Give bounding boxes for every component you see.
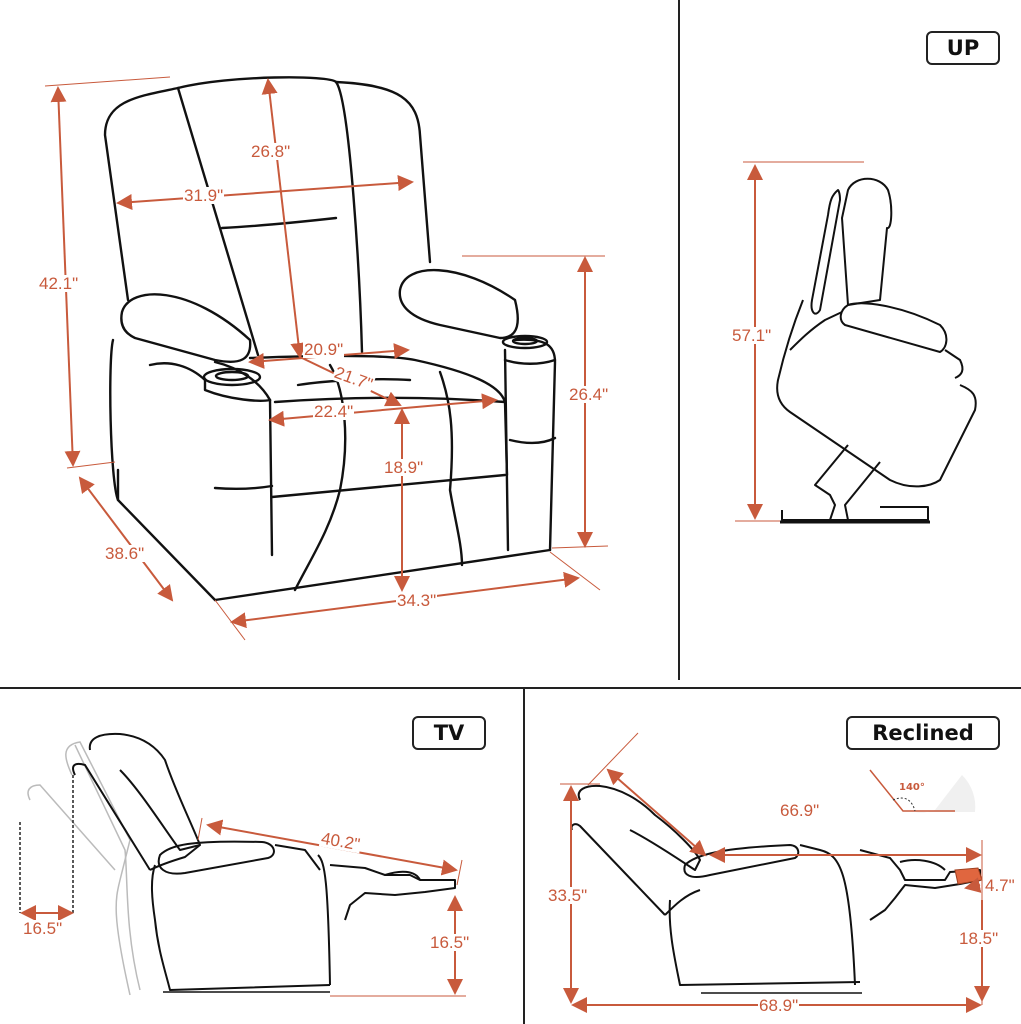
dim-back-height: 26.8"	[250, 142, 292, 161]
footrest-highlight	[954, 867, 983, 885]
dim-overall-width: 34.3"	[396, 591, 438, 610]
angle-label: 140°	[899, 782, 925, 793]
dim-tv-footrest-height: 16.5"	[429, 933, 471, 952]
reclined-dimension-lines	[560, 732, 990, 1013]
tv-chair-ghost	[27, 741, 141, 996]
dim-lift-height: 57.1"	[731, 326, 773, 345]
dim-seat-width-back: 20.9"	[303, 340, 345, 359]
dim-back-clearance: 16.5"	[22, 919, 64, 938]
front-chair-outline	[103, 76, 557, 602]
badge-tv: TV	[412, 716, 486, 750]
dim-arm-height: 26.4"	[568, 385, 610, 404]
reclined-chair-outline	[570, 784, 981, 994]
dim-seat-height: 18.9"	[383, 458, 425, 477]
dim-seat-width-front: 22.4"	[313, 402, 355, 421]
dim-overall-height: 42.1"	[38, 274, 80, 293]
dim-overall-depth: 38.6"	[104, 544, 146, 563]
dim-recline-height: 33.5"	[547, 886, 589, 905]
dim-back-width: 31.9"	[183, 186, 225, 205]
angle-140-icon	[869, 769, 976, 813]
dim-head-to-foot: 66.9"	[779, 801, 821, 820]
up-chair-outline	[776, 177, 977, 524]
badge-reclined: Reclined	[846, 716, 1000, 750]
dim-overall-length: 68.9"	[758, 996, 800, 1015]
badge-up: UP	[926, 31, 1000, 65]
tv-chair-outline	[72, 732, 456, 993]
dim-footrest-extension: 4.7"	[984, 876, 1016, 895]
dim-reclined-footrest-height: 18.5"	[958, 929, 1000, 948]
tv-dimension-lines	[19, 775, 466, 997]
